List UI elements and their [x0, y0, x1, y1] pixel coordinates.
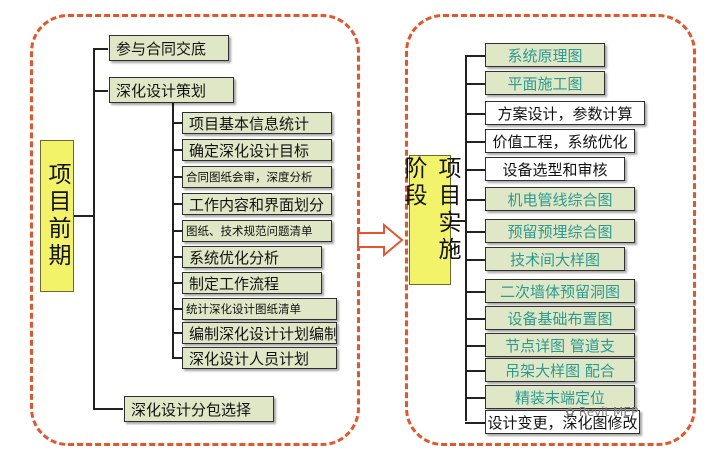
left-sub-item: 制定工作流程	[182, 272, 322, 294]
right-branch-connector	[465, 141, 485, 143]
left-sub-item: 工作内容和界面划分	[182, 193, 332, 215]
left-sub-connector	[172, 203, 182, 205]
watermark-text: Revit MEP	[578, 405, 639, 419]
right-item: 设计变更，深化图修改	[485, 410, 640, 434]
right-item: 系统原理图	[485, 43, 605, 67]
right-item: 平面施工图	[485, 71, 605, 95]
left-sub-connector	[172, 256, 182, 258]
left-sub-connector	[172, 308, 182, 310]
right-branch-connector	[465, 231, 485, 233]
right-item: 方案设计，参数计算	[485, 101, 645, 125]
watermark-logo-icon: ✿	[565, 405, 576, 419]
right-item: 节点详图 管道支	[485, 333, 635, 357]
left-root-connector	[74, 215, 94, 217]
right-root-node: 项目实施阶段	[400, 155, 460, 285]
watermark: ✿ Revit MEP	[565, 405, 638, 419]
flow-arrow	[356, 222, 404, 258]
left-root-node: 项目前期	[40, 140, 74, 292]
left-group-frame	[30, 14, 360, 446]
right-item: 技术间大样图	[485, 247, 625, 271]
left-sub-connector	[172, 357, 182, 359]
left-sub-item: 确定深化设计目标	[182, 139, 332, 161]
right-item: 精装末端定位	[485, 385, 635, 409]
left-trunk-line	[93, 48, 95, 410]
left-sub-item: 编制深化设计计划编制	[182, 322, 337, 344]
left-sub-connector	[172, 332, 182, 334]
right-item: 设备基础布置图	[485, 306, 635, 330]
right-branch-connector	[465, 422, 485, 424]
left-sub-item: 图纸、技术规范问题清单	[182, 220, 332, 242]
right-group-frame	[405, 14, 696, 446]
right-branch-connector	[465, 397, 485, 399]
left-sub-connector	[172, 122, 182, 124]
right-root-connector	[451, 220, 466, 222]
left-top-item-2: 深化设计策划	[109, 77, 234, 103]
right-branch-connector	[465, 55, 485, 57]
right-item: 二次墙体预留洞图	[485, 279, 635, 303]
left-sub-item: 合同图纸会审，深度分析	[182, 166, 332, 188]
right-item: 价值工程，系统优化	[485, 129, 635, 153]
left-top-item-1: 参与合同交底	[109, 35, 229, 61]
right-branch-connector	[465, 199, 485, 201]
right-item: 设备选型和审核	[485, 157, 625, 181]
right-item: 预留预埋综合图	[485, 219, 635, 243]
left-sub-connector	[172, 230, 182, 232]
left-sub-connector	[172, 149, 182, 151]
left-branch-line-3	[93, 408, 123, 410]
right-branch-connector	[465, 318, 485, 320]
right-item: 机电管线综合图	[485, 187, 635, 211]
left-branch-line-2	[93, 90, 108, 92]
right-branch-connector	[465, 370, 485, 372]
left-sub-item: 系统优化分析	[182, 246, 322, 268]
right-item: 吊架大样图 配合	[485, 358, 635, 382]
left-sub-item: 项目基本信息统计	[182, 112, 332, 134]
left-sub-item: 深化设计人员计划	[182, 347, 337, 369]
left-bottom-item: 深化设计分包选择	[124, 396, 274, 422]
left-sub-connector	[172, 282, 182, 284]
right-branch-connector	[465, 113, 485, 115]
right-trunk-line	[465, 55, 467, 421]
left-branch-line-1	[93, 48, 108, 50]
left-sub-connector	[172, 176, 182, 178]
right-branch-connector	[465, 83, 485, 85]
right-branch-connector	[465, 291, 485, 293]
left-sub-item: 统计深化设计图纸清单	[182, 298, 337, 320]
right-branch-connector	[465, 345, 485, 347]
right-branch-connector	[465, 169, 485, 171]
right-branch-connector	[465, 259, 485, 261]
